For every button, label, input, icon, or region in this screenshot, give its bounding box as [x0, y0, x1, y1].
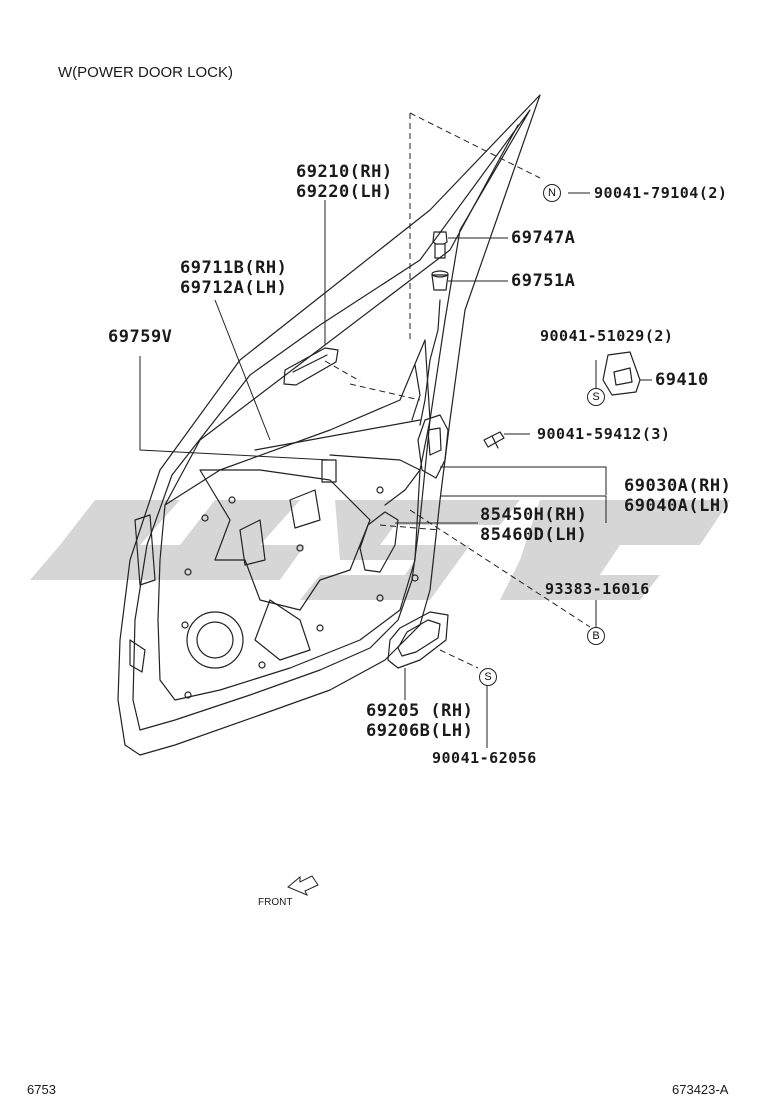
front-label: FRONT	[258, 897, 293, 908]
label-69030: 69030A(RH)	[624, 476, 732, 496]
footer-right: 673423-A	[672, 1082, 729, 1097]
label-69410: 69410	[655, 370, 709, 390]
lock-grommet	[431, 274, 449, 291]
striker-plate	[602, 351, 641, 396]
label-69711: 69711B(RH)	[180, 258, 288, 278]
handle-bezel	[387, 611, 449, 669]
callout-s-2: S	[479, 668, 497, 686]
callout-b: B	[587, 627, 605, 645]
label-90041-51029: 90041-51029(2)	[540, 327, 674, 345]
cable-bracket	[359, 511, 399, 573]
lock-knob	[432, 231, 448, 245]
label-69751: 69751A	[511, 271, 576, 291]
page-title: W(POWER DOOR LOCK)	[58, 64, 233, 81]
label-69205: 69205 (RH)	[366, 701, 474, 721]
callout-s: S	[587, 388, 605, 406]
label-85460: 85460D(LH)	[480, 525, 588, 545]
label-93383: 93383-16016	[545, 580, 650, 598]
label-90041-79104: 90041-79104(2)	[594, 184, 728, 202]
front-arrow-icon	[287, 875, 319, 896]
label-69220: 69220(LH)	[296, 182, 393, 202]
callout-n: N	[543, 184, 561, 202]
inside-handle-upper	[283, 347, 339, 386]
label-90041-62056: 90041-62056	[432, 749, 537, 767]
label-69712: 69712A(LH)	[180, 278, 288, 298]
door-lock-body	[417, 414, 449, 479]
label-69206: 69206B(LH)	[366, 721, 474, 741]
label-69759: 69759V	[108, 327, 173, 347]
footer-left: 6753	[27, 1082, 56, 1097]
label-85450: 85450H(RH)	[480, 505, 588, 525]
label-90041-59412: 90041-59412(3)	[537, 425, 671, 443]
label-69210: 69210(RH)	[296, 162, 393, 182]
label-69040: 69040A(LH)	[624, 496, 732, 516]
watermark-logo	[30, 500, 730, 600]
door-frame	[117, 94, 541, 756]
label-69747: 69747A	[511, 228, 576, 248]
